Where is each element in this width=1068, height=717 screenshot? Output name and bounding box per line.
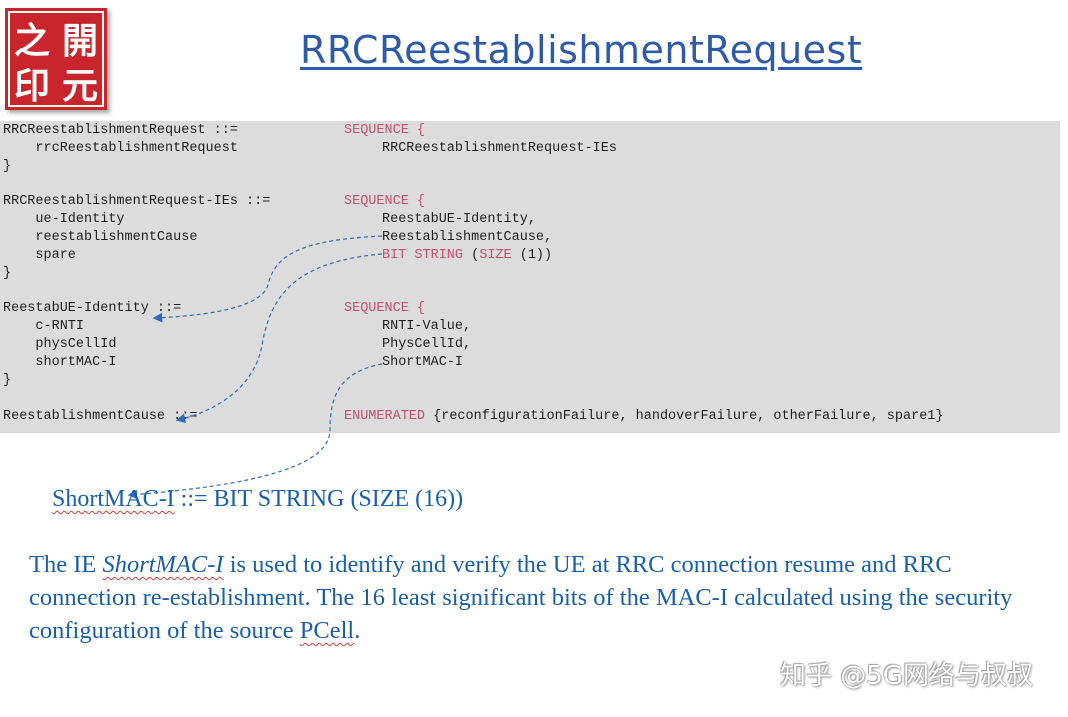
code-line-5-left: ue-Identity: [3, 212, 125, 227]
code-line-7-keyword-a: BIT STRING: [382, 248, 464, 263]
paragraph-part-3: .: [354, 617, 361, 644]
seal-char-1: 之: [14, 21, 50, 62]
definition-rest: ::= BIT STRING (SIZE (16)): [174, 486, 464, 512]
definition-name: ShortMAC-I: [52, 486, 175, 512]
code-line-12-left: shortMAC-I: [3, 355, 117, 370]
code-line-7-keyword-b: SIZE: [479, 248, 512, 263]
code-line-7-left: spare: [3, 248, 76, 263]
shortmac-definition: ShortMAC-I ::= BIT STRING (SIZE (16)): [52, 486, 463, 513]
code-line-8: }: [3, 266, 12, 281]
code-line-7-tail: (1)): [511, 248, 553, 263]
code-line-7-mid: (: [463, 248, 480, 263]
code-line-1-left: RRCReestablishmentRequest ::=: [3, 123, 238, 138]
code-line-13: }: [3, 373, 12, 388]
description-paragraph: The IE ShortMAC-I is used to identify an…: [29, 548, 1039, 647]
paragraph-emphasis: ShortMAC-I: [102, 551, 224, 578]
code-line-7-right: BIT STRING (SIZE (1)): [382, 248, 552, 263]
code-line-3: }: [3, 159, 12, 174]
code-line-14-right: ENUMERATED {reconfigurationFailure, hand…: [344, 409, 944, 424]
seal-char-3: 印: [14, 66, 50, 107]
page-title: RRCReestablishmentRequest: [300, 28, 863, 72]
code-line-12-right: ShortMAC-I: [382, 355, 464, 370]
seal-icon: 之 開 印 元: [5, 8, 107, 110]
code-line-10-right: RNTI-Value,: [382, 319, 472, 334]
seal-logo: 之 開 印 元: [5, 8, 107, 110]
code-line-2-left: rrcReestablishmentRequest: [3, 141, 238, 156]
code-line-2-right: RRCReestablishmentRequest-IEs: [382, 141, 617, 156]
code-line-11-left: physCellId: [3, 337, 117, 352]
watermark: 知乎 @5G网络与叔叔: [780, 661, 1033, 691]
code-line-9-keyword: SEQUENCE {: [344, 301, 426, 316]
code-line-6-left: reestablishmentCause: [3, 230, 198, 245]
code-line-10-left: c-RNTI: [3, 319, 85, 334]
code-line-11-right: PhysCellId,: [382, 337, 472, 352]
seal-char-2: 開: [62, 21, 98, 62]
code-line-4-keyword: SEQUENCE {: [344, 194, 426, 209]
paragraph-pcell: PCell: [299, 617, 355, 644]
code-line-14-keyword: ENUMERATED: [344, 409, 426, 424]
seal-char-4: 元: [62, 66, 98, 107]
code-line-4-left: RRCReestablishmentRequest-IEs ::=: [3, 194, 271, 209]
paragraph-part-2: is used to identify and verify the UE at…: [29, 551, 1013, 644]
code-line-5-right: ReestabUE-Identity,: [382, 212, 536, 227]
code-line-1-keyword: SEQUENCE {: [344, 123, 426, 138]
asn1-code-panel: RRCReestablishmentRequest ::= SEQUENCE {…: [0, 121, 1060, 433]
code-line-14-left: ReestablishmentCause ::=: [3, 409, 198, 424]
paragraph-part-1: The IE: [29, 551, 103, 578]
code-line-14-tail: {reconfigurationFailure, handoverFailure…: [425, 409, 944, 424]
code-line-9-left: ReestabUE-Identity ::=: [3, 301, 182, 316]
code-line-6-right: ReestablishmentCause,: [382, 230, 553, 245]
